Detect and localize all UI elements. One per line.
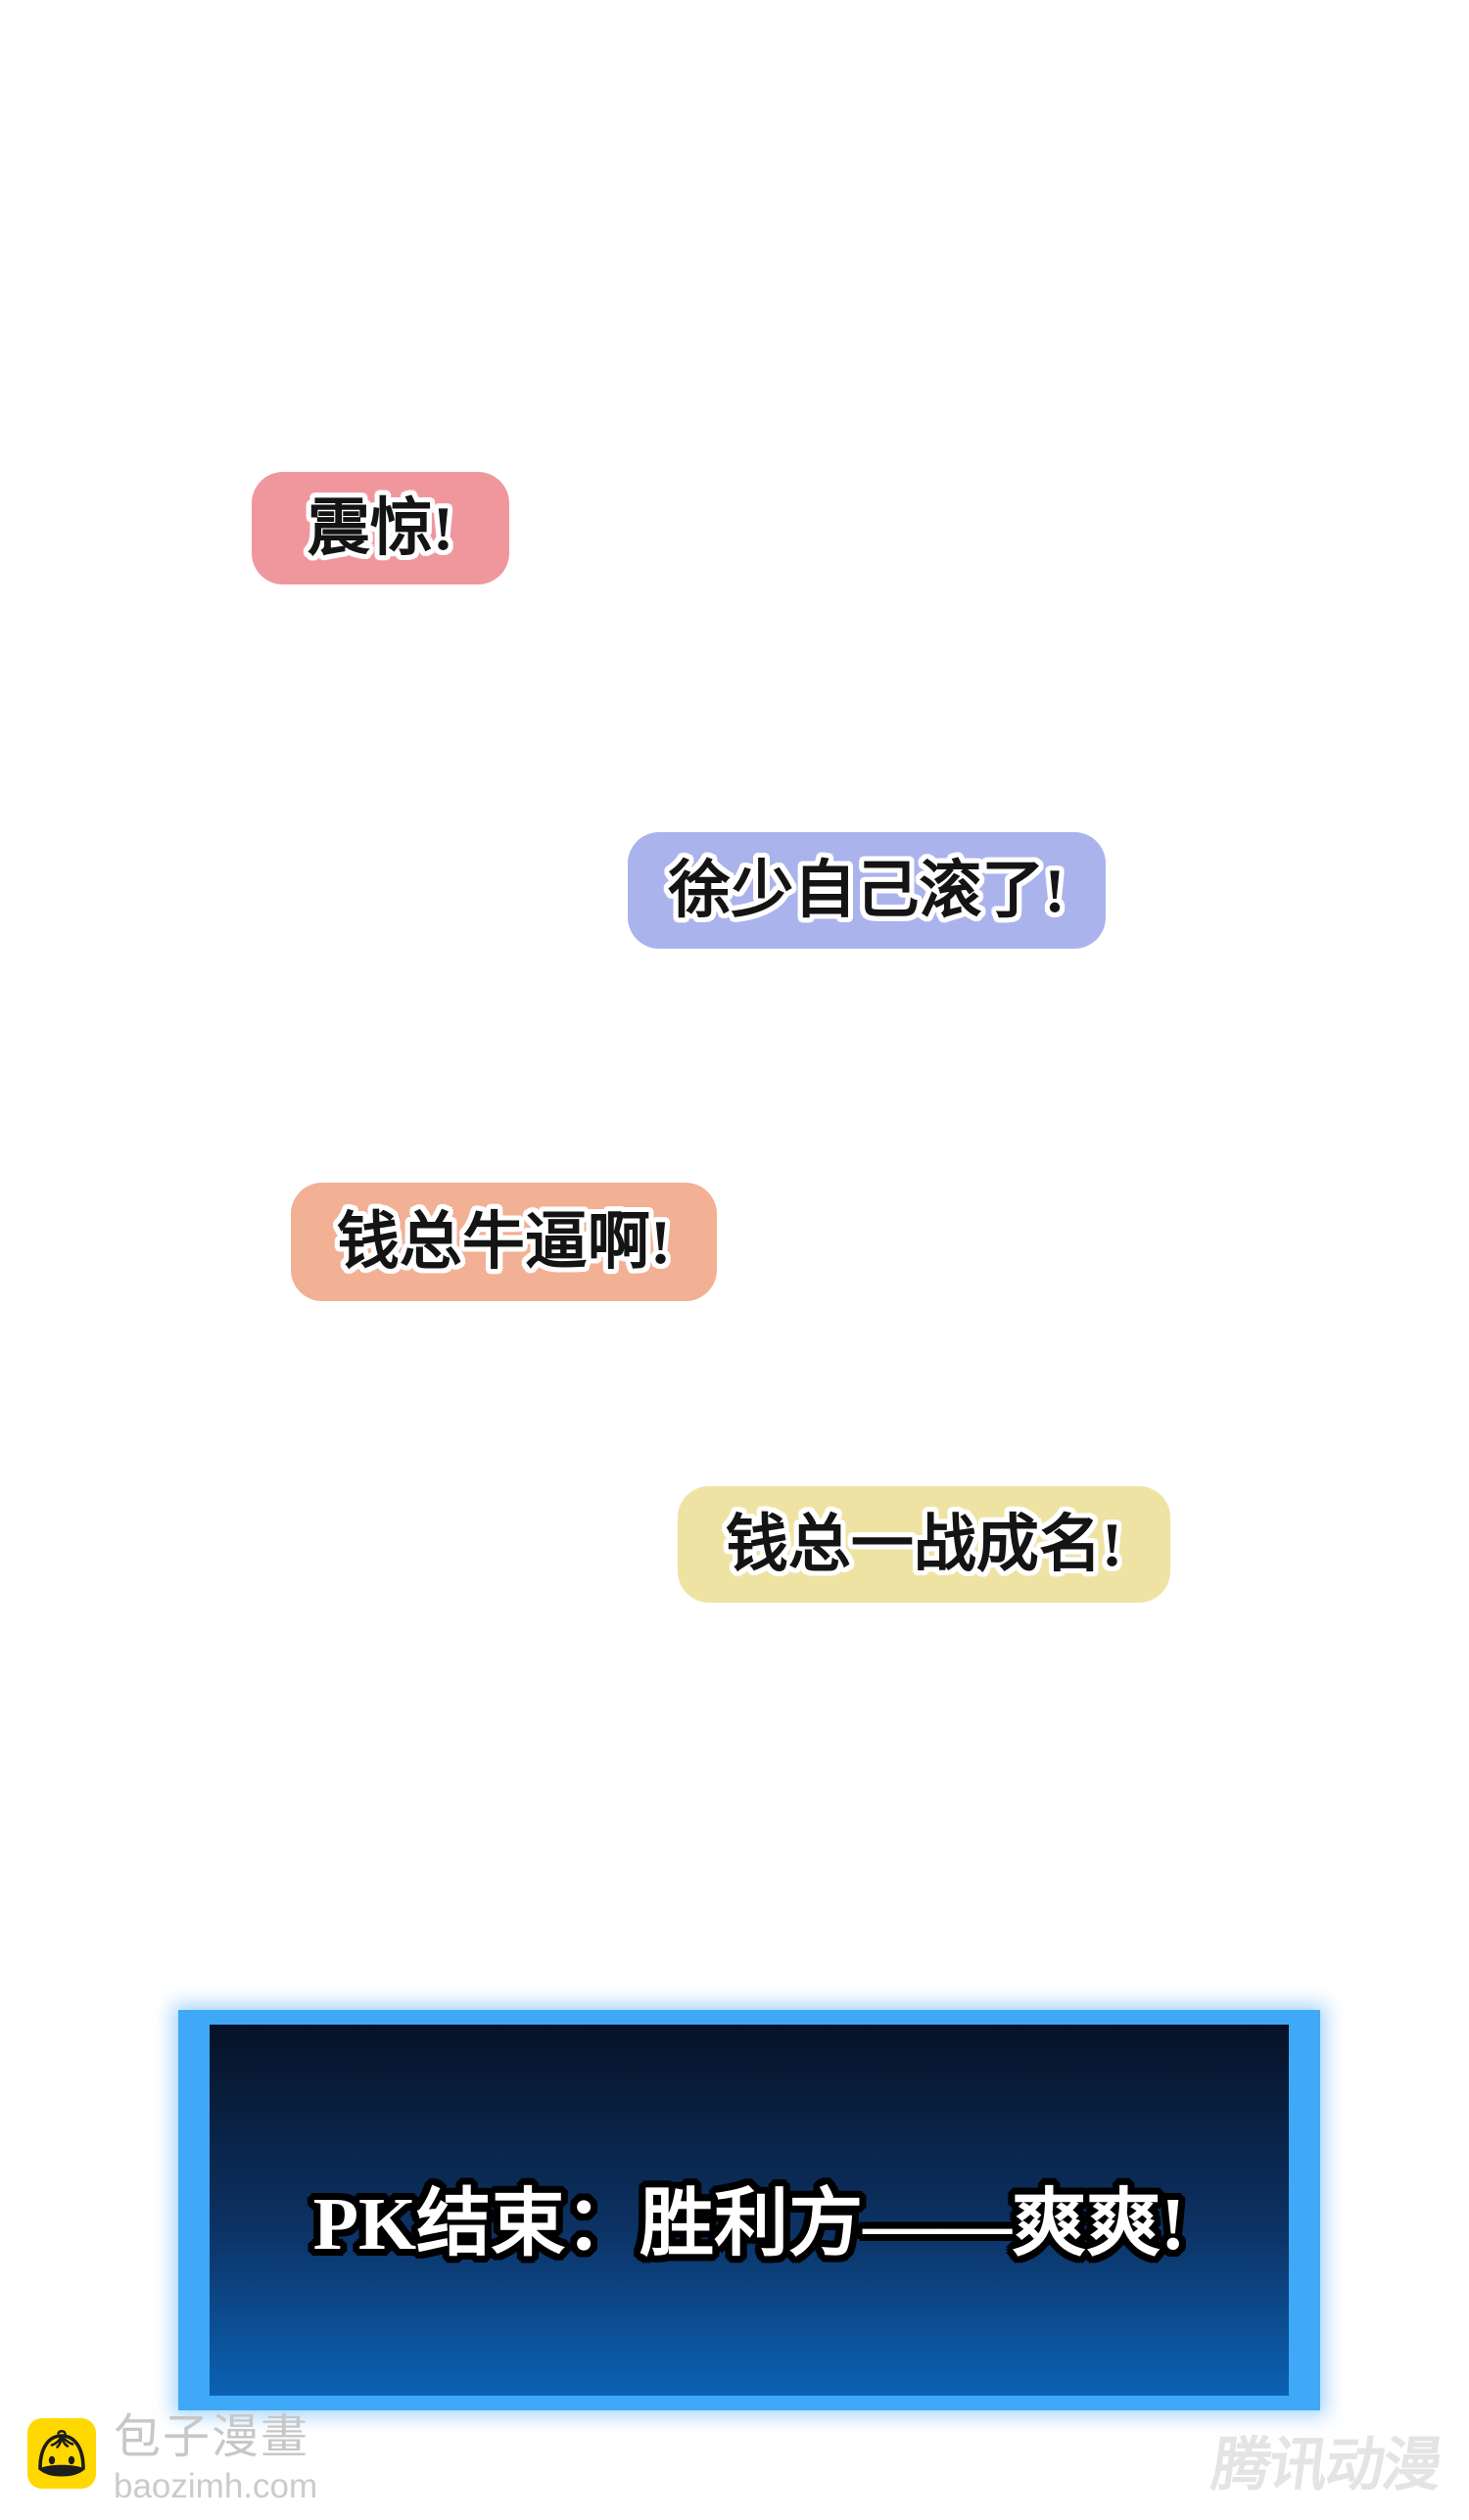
speech-bubble-xu-left-text: 徐少自己滚了! [668, 855, 1066, 925]
speech-bubble-xu-left: 徐少自己滚了! [628, 832, 1106, 949]
baozimh-watermark: 包子漫畫 baozimh.com [27, 2414, 317, 2503]
speech-bubble-boss-qian-awesome-text: 钱总牛逼啊! [336, 1206, 672, 1277]
baozimh-watermark-title: 包子漫畫 [114, 2411, 310, 2463]
baozi-bun-icon [27, 2418, 96, 2489]
baozimh-watermark-url: baozimh.com [114, 2467, 318, 2505]
speech-bubble-famous-battle-text: 钱总一战成名! [725, 1509, 1123, 1579]
baozimh-watermark-text: 包子漫畫 baozimh.com [114, 2411, 318, 2505]
speech-bubble-shock-text: 震惊! [307, 492, 454, 563]
pk-result-banner: PK结束：胜利方——爽爽! [178, 2010, 1320, 2410]
speech-bubble-famous-battle: 钱总一战成名! [678, 1486, 1170, 1603]
pk-result-banner-text: PK结束：胜利方——爽爽! [312, 2182, 1186, 2265]
speech-bubble-shock: 震惊! [252, 472, 509, 584]
tencent-comics-watermark: 腾讯动漫 [1208, 2432, 1445, 2497]
speech-bubble-boss-qian-awesome: 钱总牛逼啊! [291, 1183, 717, 1301]
